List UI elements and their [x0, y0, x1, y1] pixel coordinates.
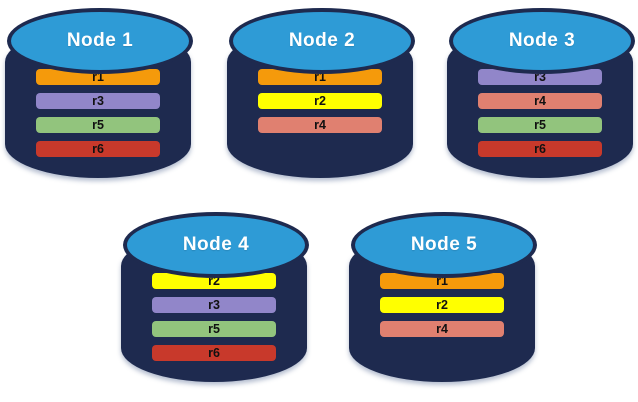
record-label: r2 [314, 93, 326, 108]
record-label: r6 [208, 345, 220, 360]
record-bar[interactable]: r2 [380, 297, 504, 313]
record-bar[interactable]: r3 [152, 297, 276, 313]
record-bar[interactable]: r3 [478, 69, 602, 85]
record-bar[interactable]: r6 [152, 345, 276, 361]
record-label: r4 [314, 117, 326, 132]
record-bar[interactable]: r2 [258, 93, 382, 109]
record-label: r1 [314, 69, 326, 84]
record-bar[interactable]: r1 [258, 69, 382, 85]
node-1[interactable]: r1 r3 r5 r6 Node 1 [5, 6, 193, 192]
record-bar[interactable]: r4 [380, 321, 504, 337]
record-label: r5 [534, 117, 546, 132]
record-label: r4 [436, 321, 448, 336]
record-bar[interactable]: r1 [380, 273, 504, 289]
cylinder-top-cap: Node 5 [351, 212, 537, 278]
record-bar[interactable]: r3 [36, 93, 160, 109]
record-label: r4 [534, 93, 546, 108]
node-title: Node 4 [182, 234, 250, 255]
record-bar[interactable]: r6 [478, 141, 602, 157]
node-title: Node 1 [66, 30, 134, 51]
record-label: r3 [534, 69, 546, 84]
record-label: r3 [208, 297, 220, 312]
cylinder-top-cap: Node 2 [229, 8, 415, 74]
record-label: r5 [208, 321, 220, 336]
record-label: r5 [92, 117, 104, 132]
record-bar[interactable]: r6 [36, 141, 160, 157]
record-label: r1 [436, 273, 448, 288]
cylinder-top-cap: Node 1 [7, 8, 193, 74]
record-bar[interactable]: r2 [152, 273, 276, 289]
record-bar[interactable]: r4 [478, 93, 602, 109]
record-list: r1 r3 r5 r6 [36, 69, 160, 157]
record-bar[interactable]: r5 [36, 117, 160, 133]
record-list: r1 r2 r4 [258, 69, 382, 133]
record-bar[interactable]: r5 [152, 321, 276, 337]
cylinder-top-cap: Node 4 [123, 212, 309, 278]
record-label: r1 [92, 69, 104, 84]
node-title: Node 3 [508, 30, 576, 51]
node-4[interactable]: r2 r3 r5 r6 Node 4 [121, 210, 309, 396]
record-bar[interactable]: r4 [258, 117, 382, 133]
record-bar[interactable]: r1 [36, 69, 160, 85]
record-label: r2 [436, 297, 448, 312]
node-2[interactable]: r1 r2 r4 Node 2 [227, 6, 415, 192]
node-title: Node 5 [410, 234, 478, 255]
record-bar[interactable]: r5 [478, 117, 602, 133]
record-label: r6 [92, 141, 104, 156]
record-label: r2 [208, 273, 220, 288]
record-label: r3 [92, 93, 104, 108]
node-3[interactable]: r3 r4 r5 r6 Node 3 [447, 6, 635, 192]
record-list: r1 r2 r4 [380, 273, 504, 337]
record-label: r6 [534, 141, 546, 156]
node-5[interactable]: r1 r2 r4 Node 5 [349, 210, 537, 396]
cylinder-top-cap: Node 3 [449, 8, 635, 74]
record-list: r3 r4 r5 r6 [478, 69, 602, 157]
node-title: Node 2 [288, 30, 356, 51]
record-list: r2 r3 r5 r6 [152, 273, 276, 361]
